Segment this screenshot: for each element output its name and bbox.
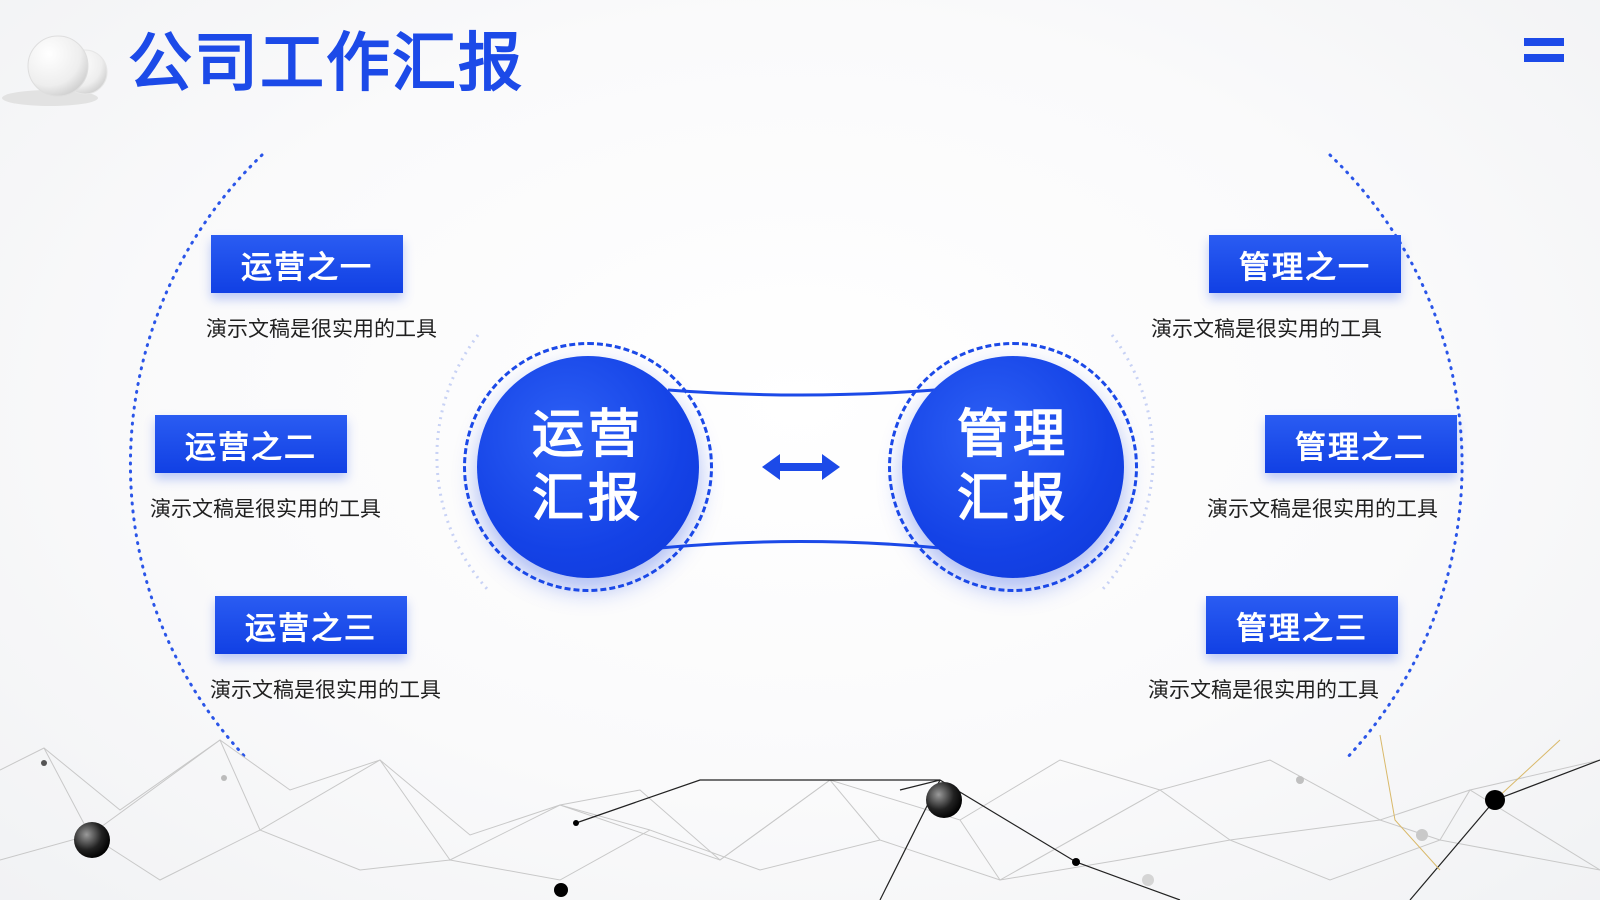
hub-line: 管理 xyxy=(956,405,1069,465)
management-report-hub[interactable]: 管理 汇报 xyxy=(902,356,1124,578)
left-item-3-label[interactable]: 运营之三 xyxy=(215,596,407,654)
left-item-1-label[interactable]: 运营之一 xyxy=(211,235,403,293)
left-item-3-desc: 演示文稿是很实用的工具 xyxy=(210,678,441,702)
hub-line: 汇报 xyxy=(956,469,1069,529)
hub-line: 汇报 xyxy=(531,469,644,529)
left-item-1-desc: 演示文稿是很实用的工具 xyxy=(206,317,437,341)
left-dotted-arc xyxy=(128,153,264,762)
right-item-1-desc: 演示文稿是很实用的工具 xyxy=(1151,317,1382,341)
double-arrow-icon xyxy=(762,454,840,480)
right-dotted-arc xyxy=(1328,153,1464,762)
hub-line: 运营 xyxy=(531,405,644,465)
right-item-1-label[interactable]: 管理之一 xyxy=(1209,235,1401,293)
right-item-2-label[interactable]: 管理之二 xyxy=(1265,415,1457,473)
spheres-logo xyxy=(2,35,108,106)
right-item-2-desc: 演示文稿是很实用的工具 xyxy=(1207,497,1438,521)
menu-icon[interactable] xyxy=(1524,38,1564,68)
left-hub-ring xyxy=(463,342,713,592)
connector-top xyxy=(667,388,936,397)
connector-bottom xyxy=(659,540,941,550)
right-item-3-desc: 演示文稿是很实用的工具 xyxy=(1148,678,1379,702)
right-item-3-label[interactable]: 管理之三 xyxy=(1206,596,1398,654)
page-title: 公司工作汇报 xyxy=(128,27,524,101)
right-hub-ring xyxy=(888,342,1138,592)
operations-report-hub[interactable]: 运营 汇报 xyxy=(477,356,699,578)
left-item-2-desc: 演示文稿是很实用的工具 xyxy=(150,497,381,521)
left-item-2-label[interactable]: 运营之二 xyxy=(155,415,347,473)
